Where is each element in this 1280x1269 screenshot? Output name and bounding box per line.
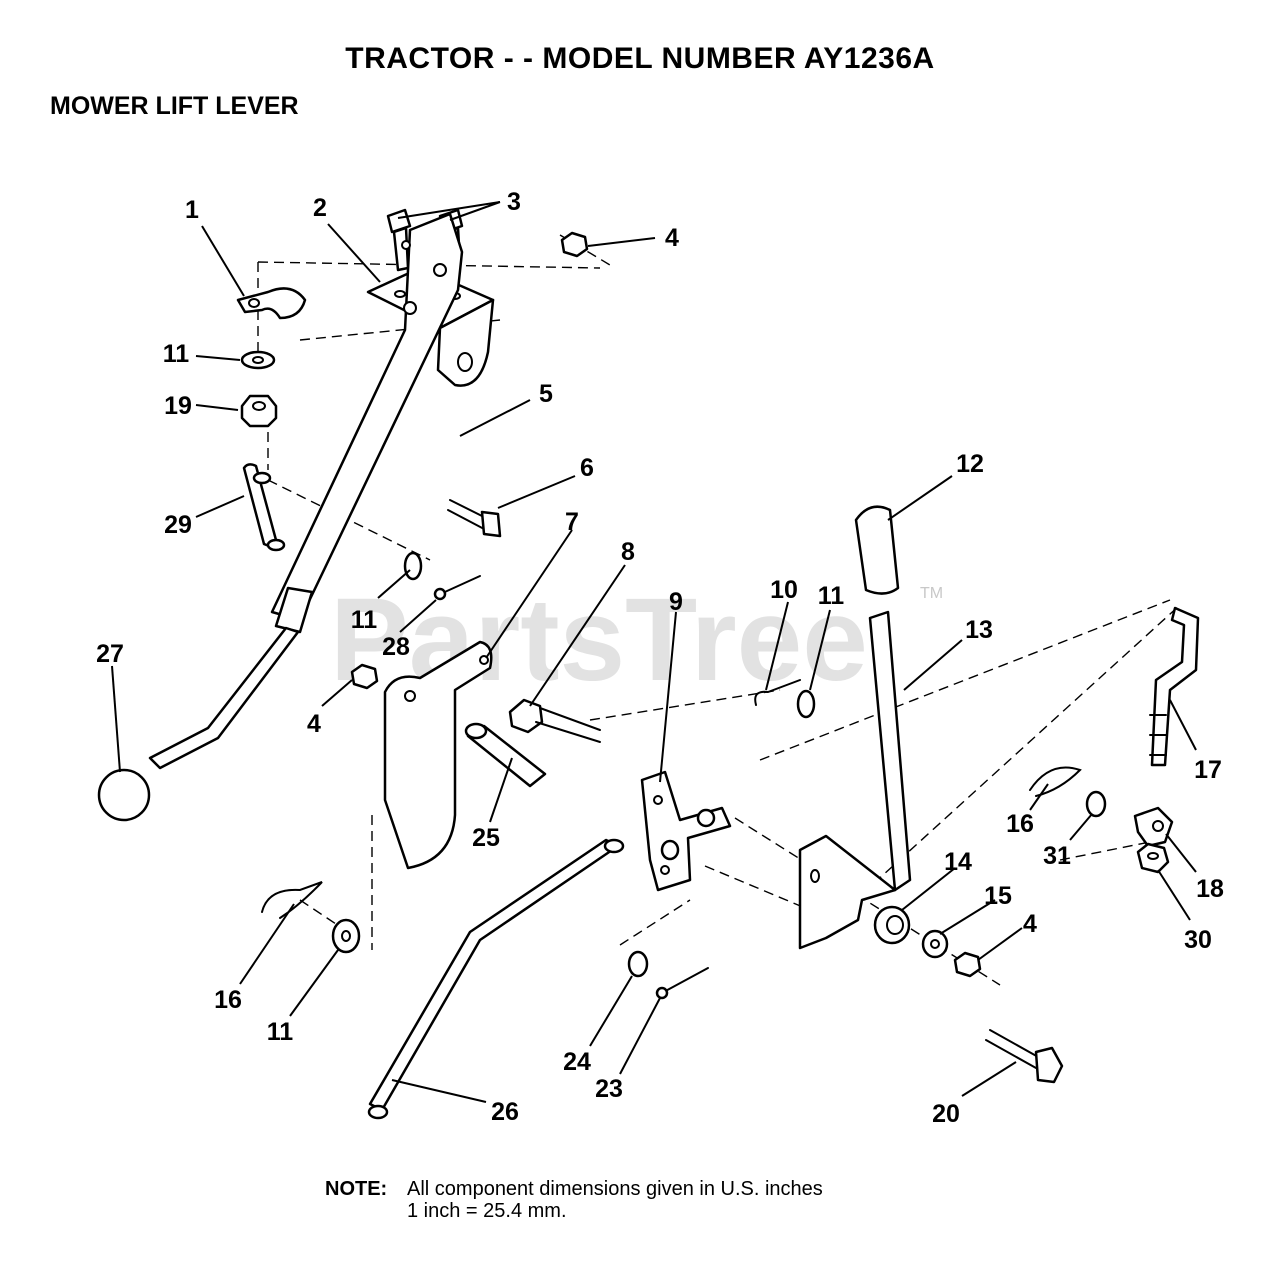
part-10-cotter-pin [754, 679, 801, 706]
note-line-1: All component dimensions given in U.S. i… [407, 1178, 823, 1200]
part-25-sleeve [464, 722, 547, 788]
part-7-pivot-plate [383, 640, 493, 870]
callout-26: 26 [491, 1098, 519, 1126]
callout-3: 3 [507, 188, 521, 216]
part-24-washer [627, 950, 649, 978]
watermark-trademark: TM [920, 585, 943, 602]
note-text: All component dimensions given in U.S. i… [407, 1178, 823, 1222]
note-label: NOTE: [325, 1178, 388, 1200]
part-31-washer [1085, 790, 1107, 818]
callout-11-mid: 11 [351, 606, 378, 634]
callout-7: 7 [565, 508, 579, 536]
part-14-bushing [873, 905, 911, 945]
part-5-lift-arm [270, 212, 464, 634]
part-23-pin [655, 967, 709, 1000]
part-11-washer-left [331, 918, 361, 954]
callout-29: 29 [164, 511, 192, 539]
callout-28: 28 [382, 633, 410, 661]
part-16-hairpin-left [261, 881, 323, 919]
callout-13: 13 [965, 616, 993, 644]
callout-30: 30 [1184, 926, 1212, 954]
callout-15: 15 [984, 882, 1012, 910]
part-11-washer-right [796, 689, 816, 719]
part-8-bolt [508, 698, 601, 743]
callout-2: 2 [313, 194, 327, 222]
callout-9: 9 [669, 588, 683, 616]
callout-27: 27 [96, 640, 124, 668]
callout-11-top: 11 [163, 340, 190, 368]
callout-25: 25 [472, 824, 500, 852]
callout-1: 1 [185, 196, 199, 224]
part-11-washer-mid [403, 551, 423, 581]
callout-8: 8 [621, 538, 635, 566]
part-9-plate [640, 770, 732, 892]
part-17-control-rod [1149, 606, 1200, 767]
part-15-washer [921, 929, 949, 959]
callout-14: 14 [944, 848, 972, 876]
callout-24: 24 [563, 1048, 591, 1076]
part-4-nuts [350, 231, 982, 978]
note-line-2: 1 inch = 25.4 mm. [407, 1200, 567, 1222]
part-1-clip [236, 287, 307, 320]
dimension-note: NOTE: All component dimensions given in U… [325, 1178, 823, 1222]
callout-16-left: 16 [214, 986, 242, 1014]
callout-10: 10 [770, 576, 798, 604]
callout-4-mid: 4 [307, 710, 321, 738]
callout-4-top: 4 [665, 224, 679, 252]
callout-12: 12 [956, 450, 984, 478]
part-20-bolt [985, 1029, 1064, 1084]
callout-31: 31 [1043, 842, 1071, 870]
callout-6: 6 [580, 454, 594, 482]
part-12-grip [854, 505, 900, 595]
callout-numbers: 1 2 3 4 11 19 5 6 29 7 8 12 11 28 27 4 9… [96, 188, 1224, 1128]
callout-11-right: 11 [818, 582, 845, 610]
part-16-hairpin-right [1029, 766, 1082, 797]
callout-17: 17 [1194, 756, 1222, 784]
callout-16-right: 16 [1006, 810, 1034, 838]
callout-5: 5 [539, 380, 553, 408]
part-19-nut [240, 394, 278, 428]
callout-11-left: 11 [267, 1018, 294, 1046]
part-13-lever [798, 610, 912, 950]
callout-20: 20 [932, 1100, 960, 1128]
leader-lines [111, 201, 1197, 1103]
part-27-rod-knob [97, 626, 300, 822]
part-26-link-rod [367, 838, 625, 1120]
part-30-nut [1136, 842, 1170, 874]
callout-4-right: 4 [1023, 910, 1037, 938]
callout-19: 19 [164, 392, 192, 420]
part-18-pivot [1133, 806, 1174, 848]
callout-18: 18 [1196, 875, 1224, 903]
part-6-bolt [447, 499, 502, 538]
callout-23: 23 [595, 1075, 623, 1103]
diagram-subtitle: MOWER LIFT LEVER [50, 92, 299, 120]
diagram-title: TRACTOR - - MODEL NUMBER AY1236A [345, 42, 935, 75]
part-29-rod [242, 463, 286, 552]
part-11-washer-top [240, 350, 276, 370]
part-28-pin [433, 575, 481, 601]
